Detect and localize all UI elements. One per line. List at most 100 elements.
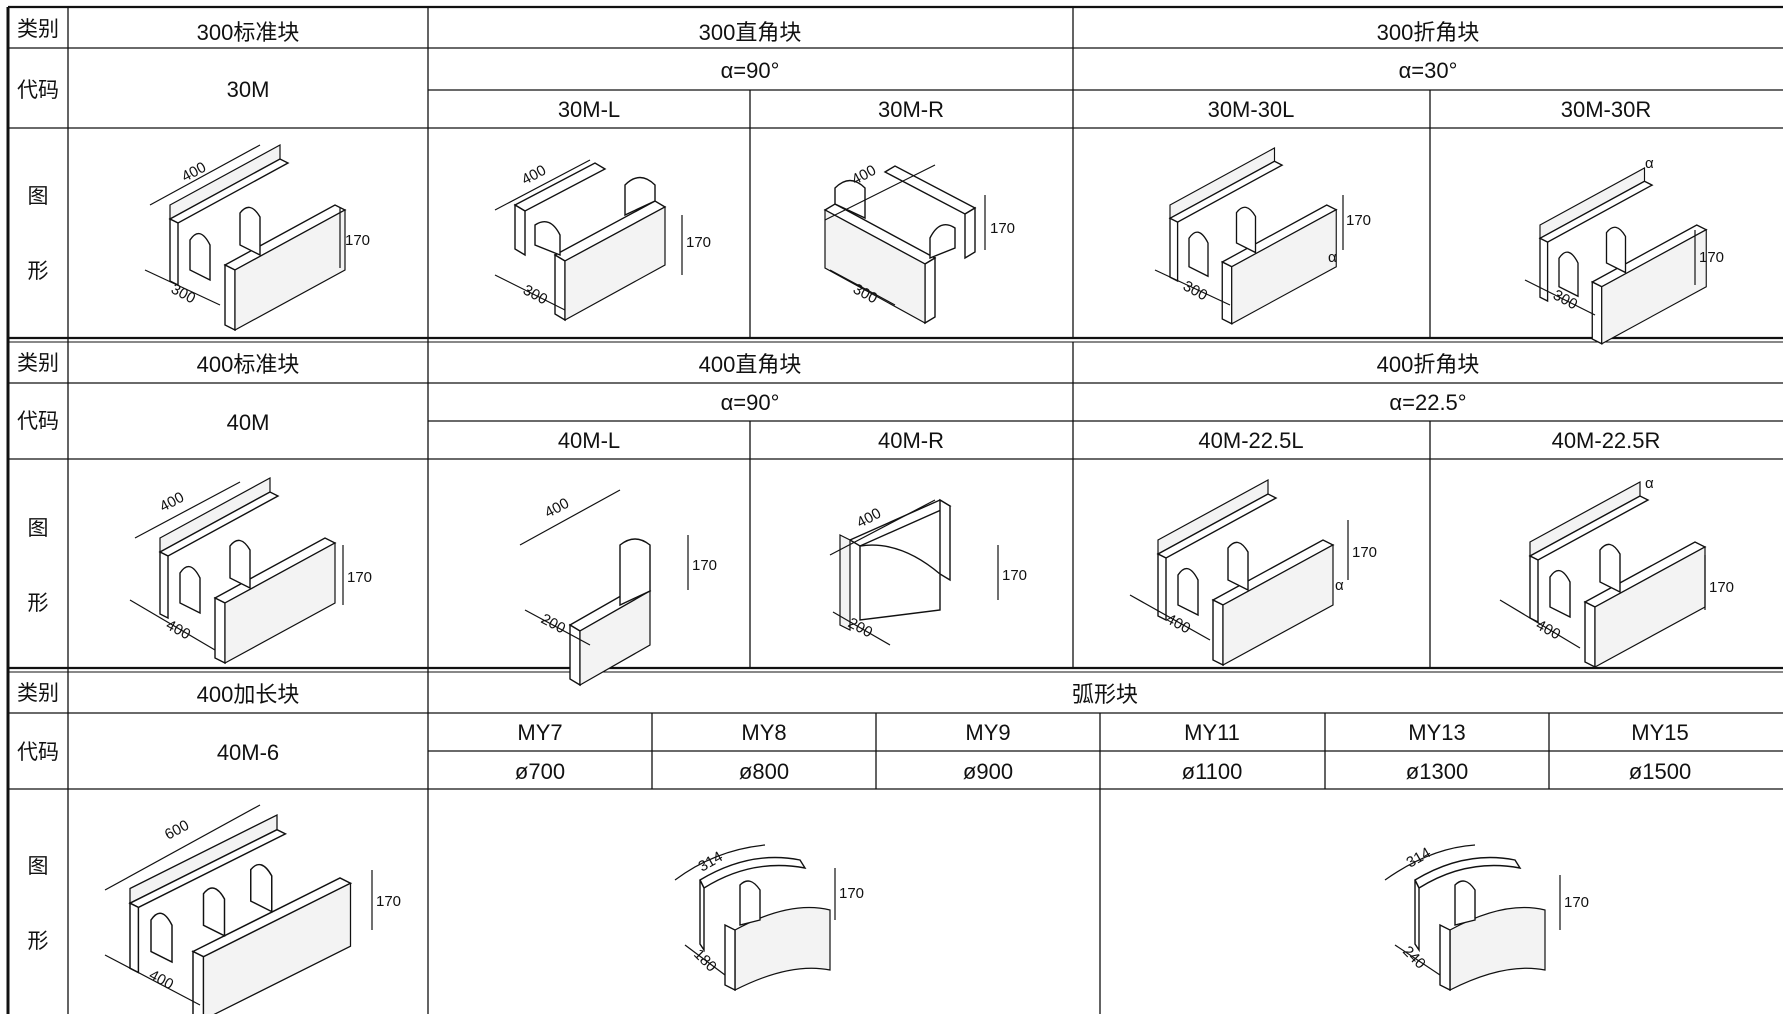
block-code-40M-L: 40M-L	[558, 428, 620, 453]
block-name-400-standard: 400标准块	[197, 352, 300, 377]
block-code-30M-30R: 30M-30R	[1561, 97, 1651, 122]
dim-height: 170	[686, 234, 711, 251]
block-name-400-folded: 400折角块	[1377, 352, 1480, 377]
figure-40M-R: 400 200 170	[829, 498, 1027, 646]
block-name-300-standard: 300标准块	[197, 20, 300, 45]
arc-code: MY8	[741, 720, 786, 745]
arc-code: MY9	[965, 720, 1010, 745]
block-code-40M: 40M	[227, 410, 270, 435]
dim-height: 170	[1564, 894, 1589, 911]
dim-width: 400	[1163, 611, 1193, 638]
figure-40M-L: 400 200 170	[519, 489, 717, 687]
block-code-40M-22.5L: 40M-22.5L	[1198, 428, 1303, 453]
figure-40M-22.5L: 400 170 α	[1129, 479, 1377, 666]
block-name-400-right-angle: 400直角块	[699, 352, 802, 377]
dim-width: 300	[520, 282, 550, 309]
dim-height: 170	[1352, 544, 1377, 561]
dim-width: 400	[146, 967, 176, 994]
table-grid	[6, 5, 1783, 1014]
dim-width: 180	[690, 946, 720, 976]
arc-diameter: ø700	[515, 759, 565, 784]
arc-code: MY11	[1184, 720, 1240, 745]
dim-height: 170	[1346, 212, 1371, 229]
label-code: 代码	[17, 410, 59, 433]
block-name-arc: 弧形块	[1072, 682, 1138, 707]
block-name-300-right-angle: 300直角块	[699, 20, 802, 45]
block-name-400-extended: 400加长块	[197, 682, 300, 707]
label-figure: 图	[28, 517, 49, 540]
label-code: 代码	[17, 79, 59, 102]
dim-width: 240	[1399, 943, 1429, 973]
dim-width: 400	[163, 617, 193, 644]
label-category: 类别	[17, 352, 59, 375]
dim-angle: α	[1328, 249, 1337, 266]
dim-height: 170	[376, 893, 401, 910]
arc-diameter: ø1500	[1629, 759, 1691, 784]
arc-diameter: ø1100	[1182, 759, 1243, 784]
arc-code: MY7	[517, 720, 562, 745]
dim-height: 170	[1709, 579, 1734, 596]
figure-30M-30R: 300 170 α	[1524, 155, 1724, 345]
row-labels-section-300: 类别 代码 图 形	[17, 18, 59, 283]
arc-code: MY15	[1631, 720, 1688, 745]
dim-width: 300	[168, 281, 198, 308]
label-figure: 形	[28, 260, 49, 283]
label-category: 类别	[17, 682, 59, 705]
alpha-300-folded: α=30°	[1399, 58, 1458, 83]
figure-40M: 400 400 170	[129, 477, 372, 664]
alpha-400-folded: α=22.5°	[1389, 390, 1466, 415]
figure-arc-b: 314 240 170	[1384, 844, 1589, 991]
dim-height: 170	[345, 232, 370, 249]
block-code-30M: 30M	[227, 77, 270, 102]
figure-40M-22.5R: 400 170 α	[1499, 475, 1734, 668]
dim-length: 400	[542, 495, 572, 522]
section-extra-headers: 400加长块 40M-6 弧形块 MY7 MY8 MY9 MY11 MY13 M…	[197, 682, 1692, 784]
dim-length: 400	[179, 159, 209, 186]
block-name-300-folded: 300折角块	[1377, 20, 1480, 45]
figure-40M-6: 600 400 170	[104, 804, 401, 1014]
dim-angle: α	[1645, 155, 1654, 172]
arc-diameter: ø900	[963, 759, 1013, 784]
arc-code: MY13	[1408, 720, 1465, 745]
dim-length: 400	[157, 489, 187, 516]
dim-arc: 314	[1404, 844, 1434, 871]
alpha-400-right-angle: α=90°	[721, 390, 780, 415]
arc-diameter: ø800	[739, 759, 789, 784]
dim-height: 170	[347, 569, 372, 586]
figure-30M-30L: 300 170 α	[1154, 147, 1371, 325]
section-300-headers: 300标准块 30M 300直角块 α=90° 30M-L 30M-R 300折…	[197, 20, 1652, 122]
block-code-40M-22.5R: 40M-22.5R	[1552, 428, 1661, 453]
dim-height: 170	[692, 557, 717, 574]
block-code-40M-R: 40M-R	[878, 428, 944, 453]
block-code-30M-30L: 30M-30L	[1208, 97, 1295, 122]
block-code-30M-R: 30M-R	[878, 97, 944, 122]
dim-angle: α	[1335, 577, 1344, 594]
label-figure: 形	[28, 930, 49, 953]
label-code: 代码	[17, 741, 59, 764]
dim-height: 170	[1002, 567, 1027, 584]
alpha-300-right-angle: α=90°	[721, 58, 780, 83]
label-figure: 图	[28, 185, 49, 208]
dim-length: 600	[162, 817, 192, 844]
arc-diameter-row: ø700 ø800 ø900 ø1100 ø1300 ø1500	[515, 759, 1691, 784]
arc-code-row: MY7 MY8 MY9 MY11 MY13 MY15	[517, 720, 1688, 745]
row-labels-section-extra: 类别 代码 图 形	[17, 682, 59, 953]
figure-30M: 400 300 170	[144, 144, 370, 331]
figure-arc-a: 314 180 170	[674, 844, 864, 991]
dim-angle: α	[1645, 475, 1654, 492]
dim-height: 170	[990, 220, 1015, 237]
block-code-40M-6: 40M-6	[217, 740, 279, 765]
dim-height: 170	[839, 885, 864, 902]
block-code-30M-L: 30M-L	[558, 97, 620, 122]
label-figure: 图	[28, 855, 49, 878]
arc-diameter: ø1300	[1406, 759, 1468, 784]
dim-width: 200	[538, 611, 568, 638]
label-figure: 形	[28, 592, 49, 615]
dim-width: 300	[1180, 278, 1210, 305]
figure-30M-R: 400 300 170	[824, 162, 1015, 324]
label-category: 类别	[17, 18, 59, 41]
section-400-headers: 400标准块 40M 400直角块 α=90° 40M-L 40M-R 400折…	[197, 352, 1661, 453]
dim-height: 170	[1699, 249, 1724, 266]
figure-30M-L: 400 300 170	[494, 159, 711, 321]
